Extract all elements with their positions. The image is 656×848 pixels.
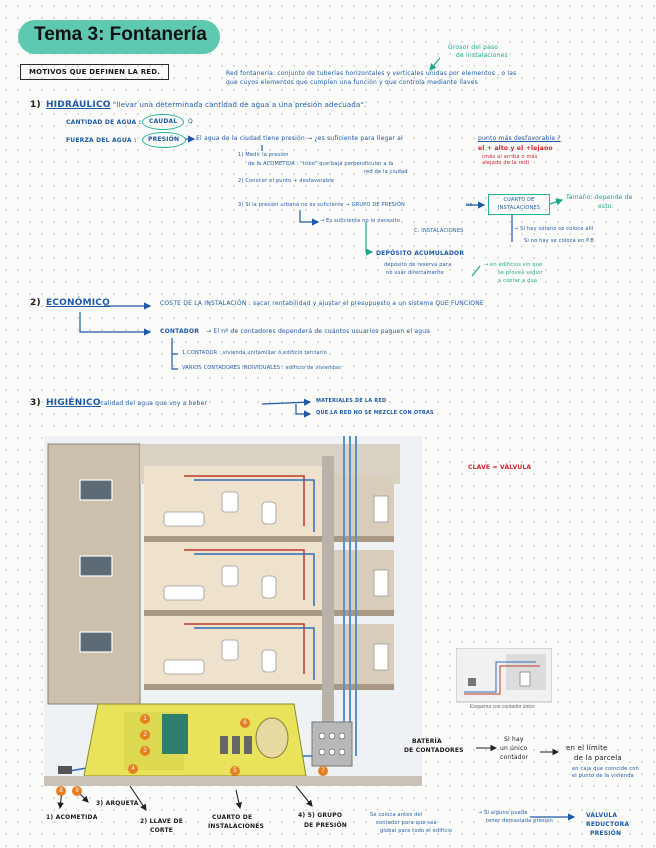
definition-line-2: que cuyos elementos que cumplen una func… [226, 79, 478, 86]
marker-5: 5 [230, 766, 240, 776]
marker-4: 4 [128, 764, 138, 774]
deposito-note-2: no usar directamente [386, 270, 444, 276]
materiales: MATERIALES DE LA RED [316, 398, 387, 404]
caudal-symbol: Q [188, 118, 193, 125]
label-llave-2: CORTE [150, 827, 174, 834]
label-cuarto-2: INSTALACIONES [208, 823, 265, 830]
tamano-note: Tamaño: depende de [566, 194, 633, 201]
presion-label: PRESIÓN [148, 136, 180, 143]
marker-8: 8 [56, 786, 66, 796]
s3-text: : calidad del agua que voy a beber [96, 400, 208, 407]
bateria-label-2: DE CONTADORES [404, 747, 464, 754]
label-arqueta: 3) ARQUETA [96, 800, 139, 807]
note-grosor: Grosor del paso [448, 44, 499, 51]
presion-ellipse [142, 132, 186, 148]
inset-schematic [456, 648, 552, 703]
label-llave: 2) LLAVE DE [140, 818, 183, 825]
page-title: Tema 3: Fontanería [34, 24, 207, 45]
contador-label: CONTADOR [160, 328, 200, 335]
alto-note: (más al arriba o más alejado de la red) [482, 154, 538, 166]
inset-caption: Esquema con contador único [470, 704, 535, 710]
si-hay-label-2: un único [500, 745, 528, 752]
marker-6: 6 [240, 718, 250, 728]
step-1a: 1) Medir la presión [238, 152, 289, 158]
deposito-label: DEPÓSITO ACUMULADOR [376, 250, 465, 257]
step-3: 3) Si la presión urbana no es suficiente… [238, 202, 405, 208]
limite-note-1: en caja que coincide con [572, 766, 639, 772]
limite-label-2: de la parcela [574, 754, 622, 762]
bateria-label: BATERÍA [412, 738, 442, 745]
s1-heading: HIDRÁULICO [46, 100, 111, 110]
building-illustration [44, 436, 422, 786]
es-suficiente: → Es suficiente no lo necesito [320, 218, 401, 224]
caudal-ellipse [142, 114, 184, 130]
coloca-note-2: contador para que sea [376, 820, 437, 826]
alguno-note-2: tener demasiada presión [486, 818, 554, 824]
s1-quote: : "llevar una determinada cantidad de ag… [108, 101, 367, 109]
city-text: El agua de la ciudad tiene presión → ¿es… [196, 135, 403, 142]
title-highlight [18, 20, 220, 54]
limite-note-2: el punto de la vivienda [572, 773, 634, 779]
s2-heading: ECONÓMICO [46, 298, 110, 308]
s3-heading: HIGIÉNICO [46, 398, 101, 408]
fuerza-label: FUERZA DEL AGUA : [66, 137, 137, 144]
motivos-box: MOTIVOS QUE DEFINEN LA RED. [20, 64, 170, 80]
marker-2: 2 [140, 730, 150, 740]
valvula-reductora-2: REDUCTORA [586, 821, 630, 828]
valvula-reductora-3: PRESIÓN [590, 830, 622, 837]
alguno-note-1: → Si alguno puede [478, 810, 528, 816]
step-1b: de la ACOMETIDA : "tubo" que baja perpen… [248, 161, 394, 167]
cantidad-label: CANTIDAD DE AGUA : [66, 119, 142, 126]
definition-line-1: Red fontanería: conjunto de tuberías hor… [226, 70, 517, 77]
si-hay-label-3: contador [500, 754, 529, 761]
contador-1: 1 CONTADOR : vivienda unifamiliar ó edif… [182, 350, 327, 356]
edificio-note-3: a contar a gua [498, 278, 538, 284]
edificio-note-1: → en edificios sin que [484, 262, 543, 268]
coloca-note-3: global para todo el edificio [380, 828, 453, 834]
marker-7: 7 [318, 766, 328, 776]
tamano-note-2: esto. [598, 203, 614, 210]
label-grupo: 4) 5) GRUPO [298, 812, 343, 819]
marker-3: 3 [140, 746, 150, 756]
note-instalaciones: de instalaciones [456, 52, 508, 59]
cuarto-instalaciones-box: CUARTO DE INSTALACIONES [488, 194, 550, 215]
limite-label: en el límite [566, 744, 608, 752]
s3-number: 3) [30, 398, 41, 408]
deposito-note-1: depósito de reserva para [384, 262, 452, 268]
label-grupo-2: DE PRESIÓN [304, 822, 347, 829]
alto-text: el + alto y el +lejano [478, 145, 553, 152]
step-2: 2) Conocer el punto + desfavorable [238, 178, 335, 184]
si-hay-label: Si hay [504, 736, 524, 743]
contador-text: → El nº de contadores dependerá de cuánt… [206, 328, 431, 335]
no-hay-sotano: Si no hay se coloca en P.B [524, 238, 594, 244]
clave-valvula: CLAVE = VÁLVULA [468, 464, 532, 471]
caudal-label: CAUDAL [149, 118, 178, 125]
s1-number: 1) [30, 100, 41, 110]
marker-9: 9 [72, 786, 82, 796]
coloca-note-1: Se coloca antes del [370, 812, 423, 818]
coste-text: COSTE DE LA INSTALACIÓN : sacar rentabil… [160, 300, 484, 307]
step-1c: red de la ciudad [364, 169, 408, 175]
marker-1: 1 [140, 714, 150, 724]
label-acometida: 1) ACOMETIDA [46, 814, 98, 821]
punto-text: punto más desfavorable ? [478, 135, 561, 142]
contador-varios: VARIOS CONTADORES INDIVIDUALES : edifici… [182, 365, 341, 371]
label-cuarto: CUARTO DE [212, 814, 253, 821]
si-hay-sotano: → Si hay sótano se coloca allí [514, 226, 594, 232]
s2-number: 2) [30, 298, 41, 308]
c-instalaciones: C. INSTALACIONES [414, 228, 464, 234]
no-mezcle: QUE LA RED NO SE MEZCLE CON OTRAS [316, 410, 434, 416]
edificio-note-2: se provea seguir [498, 270, 543, 276]
valvula-reductora: VÁLVULA [586, 812, 618, 819]
